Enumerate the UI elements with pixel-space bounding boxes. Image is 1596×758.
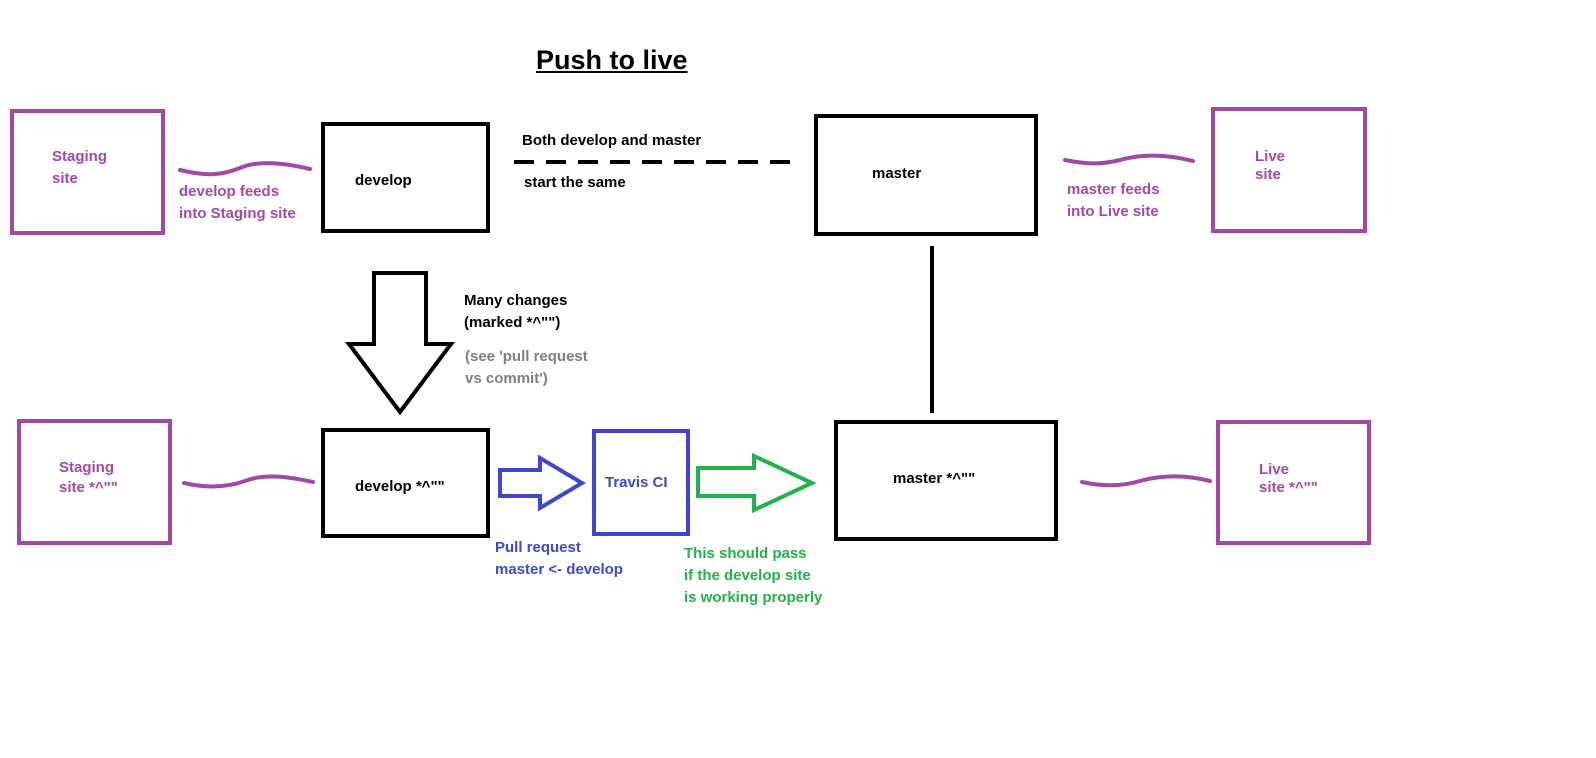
pass-note-line3: is working properly: [684, 589, 823, 606]
staging-feed-wave-top: [178, 161, 312, 177]
staging-site-label-bottom: Staging site *^"": [59, 458, 118, 498]
master-label-bottom: master *^"": [893, 470, 976, 487]
pull-request-vs-commit-note-line1: (see 'pull request: [465, 348, 588, 365]
staging-site-box-top: [10, 109, 165, 235]
pull-request-note-line1: Pull request: [495, 539, 581, 556]
live-site-label-bottom: Live site *^"": [1259, 461, 1318, 497]
live-feed-wave-top: [1063, 153, 1195, 166]
live-site-label-bottom-line1: Live: [1259, 461, 1290, 478]
diagram-title: Push to live: [536, 45, 688, 75]
master-label-top: master: [872, 165, 922, 182]
travis-ci-label: Travis CI: [605, 474, 668, 491]
develop-feeds-note-line2: into Staging site: [179, 205, 296, 222]
many-changes-label-line1: Many changes: [464, 292, 568, 309]
master-feeds-note: master feeds into Live site: [1067, 179, 1160, 223]
live-site-label-top-line1: Live: [1255, 148, 1286, 165]
staging-site-label-top-line2: site: [52, 170, 78, 187]
pull-request-note-line2: master <- develop: [495, 561, 623, 578]
pull-request-vs-commit-note: (see 'pull request vs commit'): [465, 346, 588, 390]
master-box-bottom: [834, 420, 1058, 541]
pass-note: This should pass if the develop site is …: [684, 543, 822, 609]
staging-site-label-bottom-line1: Staging: [59, 459, 114, 476]
master-feeds-note-line2: into Live site: [1067, 203, 1159, 220]
many-changes-label-line2: (marked *^""): [464, 314, 561, 331]
develop-box-bottom: [321, 428, 490, 538]
develop-feeds-note: develop feeds into Staging site: [179, 181, 296, 225]
staging-feed-wave-bottom: [182, 474, 315, 489]
many-changes-label: Many changes (marked *^""): [464, 290, 567, 334]
staging-site-label-bottom-line2: site *^"": [59, 479, 118, 496]
same-start-note-line2: start the same: [524, 174, 626, 191]
same-start-note-line1: Both develop and master: [522, 132, 702, 149]
live-site-label-top-line2: site: [1255, 166, 1281, 183]
develop-box-top: [321, 122, 490, 233]
live-feed-wave-bottom: [1080, 474, 1212, 488]
develop-feeds-note-line1: develop feeds: [179, 183, 280, 200]
staging-site-label-top: Staging site: [52, 146, 107, 190]
live-site-label-bottom-line2: site *^"": [1259, 479, 1318, 496]
staging-site-label-top-line1: Staging: [52, 148, 107, 165]
develop-label-bottom: develop *^"": [355, 478, 445, 495]
pass-note-line2: if the develop site: [684, 567, 811, 584]
live-site-box-top: [1211, 107, 1367, 233]
develop-label-top: develop: [355, 172, 412, 189]
master-box-top: [814, 114, 1038, 236]
pull-request-arrow: [498, 454, 586, 512]
staging-site-box-bottom: [17, 419, 172, 545]
many-changes-down-arrow: [345, 271, 455, 416]
travis-ci-box: [592, 429, 690, 536]
live-site-label-top: Live site: [1255, 148, 1285, 184]
pull-request-note: Pull request master <- develop: [495, 537, 623, 581]
live-site-box-bottom: [1216, 420, 1371, 545]
master-feeds-note-line1: master feeds: [1067, 181, 1160, 198]
pass-note-line1: This should pass: [684, 545, 807, 562]
pull-request-vs-commit-note-line2: vs commit'): [465, 370, 548, 387]
pass-arrow: [696, 452, 817, 514]
